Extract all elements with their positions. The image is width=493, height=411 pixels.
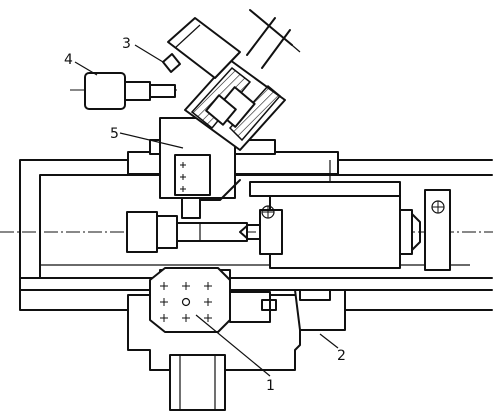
apron <box>127 267 301 411</box>
callout-3: 3 <box>122 36 131 52</box>
tailstock <box>239 160 451 271</box>
spindle <box>126 211 248 253</box>
callout-1: 1 <box>266 378 275 394</box>
callout-2: 2 <box>337 348 346 364</box>
leader-lines <box>74 44 339 377</box>
support-bracket <box>294 289 346 331</box>
inclined-shaft <box>246 9 301 69</box>
tool-holder <box>184 59 286 151</box>
measuring-head <box>70 72 180 110</box>
drive-unit <box>162 17 241 79</box>
callout-5: 5 <box>110 126 119 142</box>
callout-4: 4 <box>64 52 73 68</box>
